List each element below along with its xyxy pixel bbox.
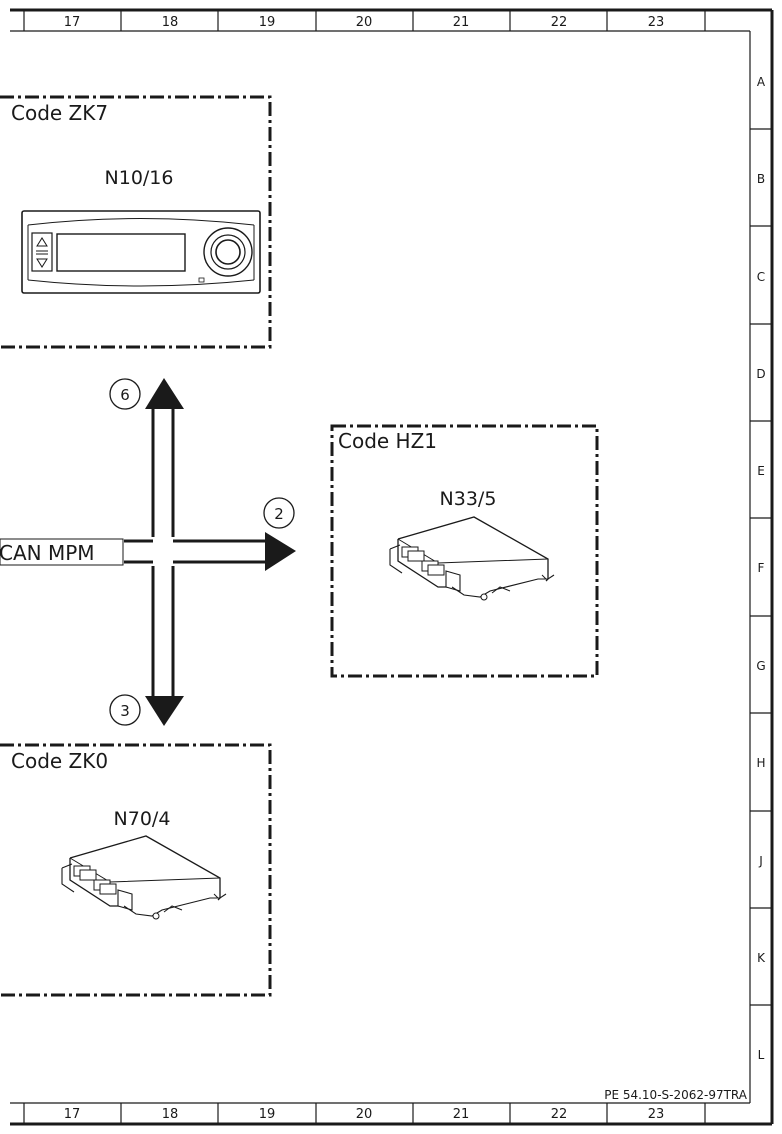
column-labels-bottom: 17 18 19 20 21 22 23 xyxy=(64,1107,665,1122)
ref-number: 2 xyxy=(274,505,284,523)
column-label: 18 xyxy=(162,15,179,30)
column-label: 19 xyxy=(259,15,276,30)
component-label: N10/16 xyxy=(105,167,174,189)
column-label: 23 xyxy=(648,1107,665,1122)
arrow-right-icon xyxy=(265,532,296,571)
row-label: C xyxy=(757,270,765,284)
ref-number: 3 xyxy=(120,702,130,720)
column-label: 20 xyxy=(356,1107,373,1122)
column-label: 17 xyxy=(64,1107,81,1122)
column-label: 19 xyxy=(259,1107,276,1122)
column-label: 22 xyxy=(551,1107,568,1122)
column-label: 22 xyxy=(551,15,568,30)
row-label: E xyxy=(757,464,765,478)
column-labels-top: 17 18 19 20 21 22 23 xyxy=(64,15,665,30)
column-label: 20 xyxy=(356,15,373,30)
can-bus-lines xyxy=(0,408,266,697)
block-code-label: Code ZK7 xyxy=(11,101,108,125)
block-zk7: Code ZK7 N10/16 xyxy=(0,95,272,349)
bus-label: CAN MPM xyxy=(0,538,124,566)
row-label: H xyxy=(756,756,765,770)
drawing-frame xyxy=(10,8,774,1126)
control-module-icon xyxy=(61,835,227,920)
component-label: N70/4 xyxy=(114,808,171,830)
component-label: N33/5 xyxy=(440,488,497,510)
column-label: 23 xyxy=(648,15,665,30)
row-label: A xyxy=(757,75,766,89)
row-label: L xyxy=(758,1048,765,1062)
block-hz1: Code HZ1 N33/5 xyxy=(330,424,599,678)
ref-circle-down: 3 xyxy=(109,694,141,726)
row-label: D xyxy=(756,367,765,381)
arrow-up-icon xyxy=(145,378,184,409)
block-code-label: Code ZK0 xyxy=(11,749,108,773)
row-label: B xyxy=(757,172,765,186)
ref-circle-up: 6 xyxy=(109,378,141,410)
column-label: 18 xyxy=(162,1107,179,1122)
document-reference: PE 54.10-S-2062-97TRA xyxy=(604,1088,748,1102)
control-panel-unit-icon xyxy=(21,210,261,294)
column-label: 17 xyxy=(64,15,81,30)
arrow-down-icon xyxy=(145,696,184,726)
row-label: J xyxy=(758,854,763,868)
block-code-label: Code HZ1 xyxy=(338,429,437,453)
ref-number: 6 xyxy=(120,386,130,404)
control-module-icon xyxy=(389,516,555,601)
column-label: 21 xyxy=(453,15,470,30)
bus-label-text: CAN MPM xyxy=(0,541,95,565)
row-label: K xyxy=(757,951,766,965)
row-label: G xyxy=(756,659,765,673)
row-labels: A B C D E F G H J K L xyxy=(756,75,766,1062)
column-label: 21 xyxy=(453,1107,470,1122)
ref-circle-right: 2 xyxy=(263,497,295,529)
row-label: F xyxy=(758,561,765,575)
block-zk0: Code ZK0 N70/4 xyxy=(0,743,272,997)
